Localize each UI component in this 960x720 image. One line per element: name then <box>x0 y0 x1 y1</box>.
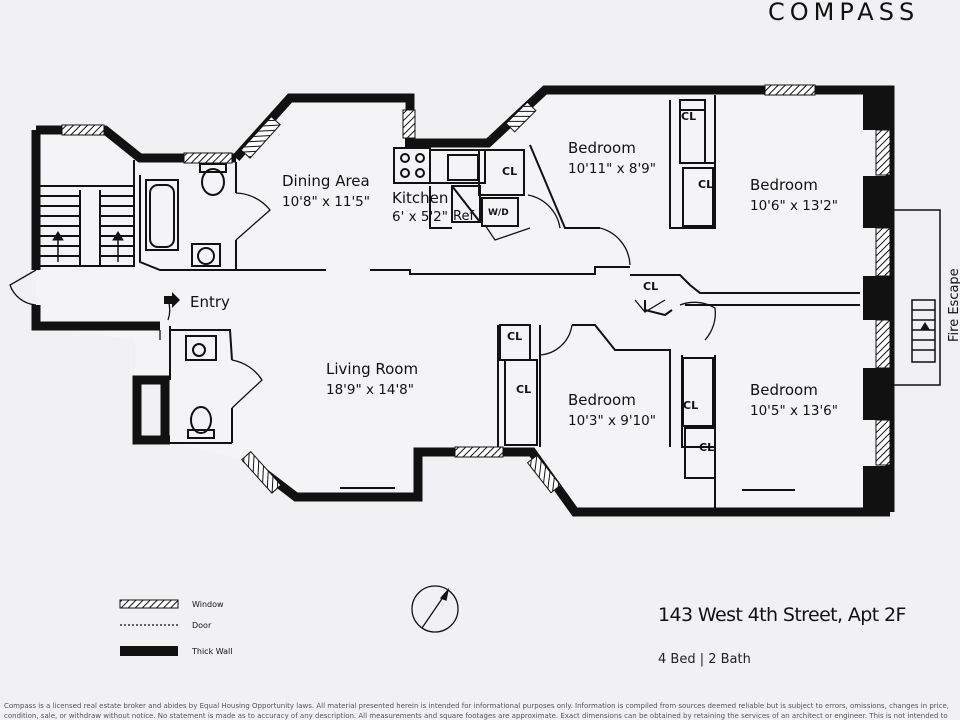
room-dims-living: 18'9" x 14'8" <box>326 382 414 398</box>
stairs-up-arrows <box>52 231 124 262</box>
room-name-bedroom-1: Bedroom <box>568 139 636 157</box>
wall-blocks <box>863 88 891 512</box>
closet-label-2: CL <box>698 178 713 191</box>
closet-label-5: CL <box>683 399 698 412</box>
bed-bath-summary: 4 Bed | 2 Bath <box>658 652 751 667</box>
entry-label: Entry <box>190 293 230 311</box>
closet-label-3: CL <box>507 330 522 343</box>
closet-label-1: CL <box>681 110 696 123</box>
legend-window-label: Window <box>192 600 224 609</box>
room-labels: Dining Area 10'8" x 11'5" Kitchen 6' x 5… <box>190 110 960 454</box>
room-dims-bedroom-1: 10'11" x 8'9" <box>568 161 656 177</box>
closet-label-4: CL <box>516 383 531 396</box>
washer-dryer-label: W/D <box>488 208 509 218</box>
doors <box>9 192 716 409</box>
legend-window-swatch <box>119 599 179 609</box>
legend-thick-wall-label: Thick Wall <box>192 647 233 656</box>
room-name-bedroom-3: Bedroom <box>568 391 636 409</box>
fire-escape <box>890 209 941 386</box>
legend-thick-wall-swatch <box>120 646 178 656</box>
room-dims-kitchen: 6' x 5'2" <box>392 209 448 225</box>
legal-disclaimer: Compass is a licensed real estate broker… <box>4 702 950 720</box>
room-name-living: Living Room <box>326 360 418 378</box>
room-name-bedroom-2: Bedroom <box>750 176 818 194</box>
windows <box>61 84 891 494</box>
room-dims-dining: 10'8" x 11'5" <box>282 194 370 210</box>
entry-arrow-icon <box>164 292 180 308</box>
room-name-dining: Dining Area <box>282 172 370 190</box>
closet-label-hall: CL <box>643 280 658 293</box>
room-dims-bedroom-2: 10'6" x 13'2" <box>750 198 838 214</box>
legend-door-label: Door <box>192 621 212 630</box>
room-dims-bedroom-4: 10'5" x 13'6" <box>750 403 838 419</box>
north-compass-icon <box>411 585 459 633</box>
interior-walls <box>35 95 860 510</box>
fire-escape-arrow <box>920 322 930 330</box>
closet-label-6: CL <box>699 441 714 454</box>
room-name-bedroom-4: Bedroom <box>750 381 818 399</box>
closet-label-kitchen: CL <box>502 165 517 178</box>
fire-escape-label: Fire Escape <box>947 268 960 342</box>
property-address: 143 West 4th Street, Apt 2F <box>658 604 906 626</box>
room-dims-bedroom-3: 10'3" x 9'10" <box>568 413 656 429</box>
legend <box>119 599 179 656</box>
ref-label: Ref <box>453 209 474 224</box>
brand-logo: COMPASS <box>768 0 920 26</box>
room-name-kitchen: Kitchen <box>392 189 448 207</box>
